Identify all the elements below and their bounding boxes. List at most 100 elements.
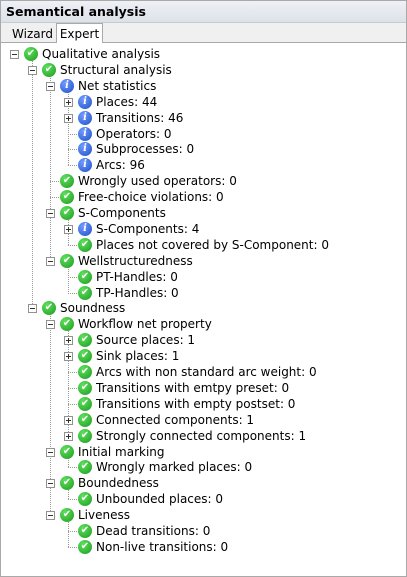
tree-node-transitions-with-empty-postset-0[interactable]: ✔Transitions with empty postset: 0 (1, 396, 406, 413)
check-icon: ✔ (78, 460, 92, 475)
expand-toggle[interactable] (64, 224, 73, 234)
tree-node-label: Net statistics (78, 78, 157, 93)
check-icon: ✔ (78, 396, 92, 411)
tree-connector-line (50, 197, 59, 199)
tree-node-label: Places: 44 (96, 94, 158, 109)
tree-node-label: Arcs: 96 (96, 158, 145, 173)
tree-connector-line (68, 387, 77, 389)
tree-node-source-places-1[interactable]: ✔ Source places: 1 (1, 333, 406, 349)
tree-connector-line (68, 546, 77, 548)
expand-toggle[interactable] (64, 97, 73, 107)
check-icon: ✔ (78, 539, 92, 554)
tree-connector-line (32, 59, 33, 309)
tree-node-label: Qualitative analysis (42, 47, 161, 61)
check-icon: ✔ (60, 190, 74, 205)
check-icon: ✔ (60, 508, 74, 523)
tree-node-tp-handles-0[interactable]: ✔TP-Handles: 0 (1, 285, 406, 302)
check-icon: ✔ (78, 428, 92, 443)
tree-node-subprocesses-0[interactable]: i Subprocesses: 0 (1, 142, 406, 158)
tree-connector-line (68, 292, 77, 294)
collapse-toggle[interactable] (28, 304, 37, 314)
tree-node-label: Unbounded places: 0 (96, 492, 224, 507)
tree-node-strongly-connected-components-1[interactable]: ✔Strongly connected components: 1 (1, 428, 406, 445)
check-icon: ✔ (78, 492, 92, 507)
tree-node-initial-marking[interactable]: ✔Initial marking (1, 444, 406, 461)
info-icon: i (60, 78, 74, 93)
tree-connector-line (68, 403, 77, 405)
tree-node-boundedness[interactable]: ✔Boundedness (1, 476, 406, 492)
tree-node-transitions-with-emtpy-preset-0[interactable]: ✔Transitions with emtpy preset: 0 (1, 380, 406, 397)
tree-node-wrongly-used-operators-0[interactable]: ✔Wrongly used operators: 0 (1, 174, 406, 190)
tree-node-label: Soundness (60, 301, 126, 316)
tree-node-label: Places not covered by S-Component: 0 (96, 237, 329, 252)
tree-connector-line (68, 329, 69, 436)
tree-node-label: Dead transitions: 0 (96, 524, 211, 538)
tree-node-label: Connected components: 1 (96, 412, 255, 427)
check-icon: ✔ (78, 333, 92, 348)
tree-connector-line (68, 467, 77, 469)
info-icon: i (78, 142, 92, 157)
tree-node-workflow-net-property[interactable]: ✔Workflow net property (1, 317, 406, 333)
collapse-toggle[interactable] (46, 447, 55, 457)
collapse-toggle[interactable] (46, 479, 55, 489)
tree-node-structural-analysis[interactable]: ✔Structural analysis (1, 62, 406, 79)
tree-node-pt-handles-0[interactable]: ✔PT-Handles: 0 (1, 269, 406, 286)
expand-toggle[interactable] (64, 431, 73, 441)
tree-connector-line (68, 265, 69, 293)
tree-node-non-live-transitions-0[interactable]: ✔ Non-live transitions: 0 (1, 539, 406, 556)
tree-node-label: Initial marking (78, 444, 165, 459)
tree-connector-line (50, 74, 51, 261)
check-icon: ✔ (42, 301, 56, 316)
tree-node-soundness[interactable]: ✔ Soundness (1, 301, 406, 317)
tree-node-label: Non-live transitions: 0 (96, 539, 229, 554)
tree-node-unbounded-places-0[interactable]: ✔ Unbounded places: 0 (1, 492, 406, 508)
tree-node-s-components[interactable]: ✔S-Components (1, 206, 406, 222)
expand-toggle[interactable] (64, 415, 73, 425)
tree-node-dead-transitions-0[interactable]: ✔Dead transitions: 0 (1, 524, 406, 540)
tree-node-arcs-with-non-standard-arc-weight-0[interactable]: ✔Arcs with non standard arc weight: 0 (1, 365, 406, 381)
expand-toggle[interactable] (64, 113, 73, 123)
tree-connector-line (50, 313, 51, 516)
tree-node-wrongly-marked-places-0[interactable]: ✔ Wrongly marked places: 0 (1, 460, 406, 476)
tree-node-label: Free-choice violations: 0 (78, 190, 224, 205)
tab-wizard[interactable]: Wizard (12, 27, 53, 41)
tree-node-net-statistics[interactable]: i Net statistics (1, 78, 406, 95)
tree-node-label: Wrongly marked places: 0 (96, 460, 253, 475)
tree-connector-line (68, 165, 77, 167)
panel-title: Semantical analysis (6, 4, 146, 19)
tree-node-wellstructuredness[interactable]: ✔Wellstructuredness (1, 253, 406, 270)
collapse-toggle[interactable] (46, 81, 55, 91)
tree-node-free-choice-violations-0[interactable]: ✔ Free-choice violations: 0 (1, 190, 406, 206)
tree-node-qualitative-analysis[interactable]: ✔Qualitative analysis (1, 47, 406, 63)
collapse-toggle[interactable] (10, 50, 19, 59)
tree-node-connected-components-1[interactable]: ✔Connected components: 1 (1, 412, 406, 429)
tree-node-label: S-Components (78, 206, 166, 220)
collapse-toggle[interactable] (46, 320, 55, 330)
collapse-toggle[interactable] (46, 209, 55, 218)
tree-node-label: Source places: 1 (96, 333, 196, 348)
tree-connector-line (50, 181, 59, 183)
tree-node-places-not-covered-by-s-component-0[interactable]: ✔Places not covered by S-Component: 0 (1, 237, 406, 254)
collapse-toggle[interactable] (28, 65, 37, 75)
tree-node-label: Subprocesses: 0 (96, 142, 195, 157)
expand-toggle[interactable] (64, 336, 73, 346)
expand-toggle[interactable] (64, 352, 73, 362)
collapse-toggle[interactable] (46, 511, 55, 521)
check-icon: ✔ (78, 285, 92, 300)
collapse-toggle[interactable] (46, 256, 55, 266)
tree-node-label: Sink places: 1 (96, 349, 180, 364)
tree-node-label: Operators: 0 (96, 126, 172, 141)
tree-connector-line (68, 90, 69, 166)
tree-node-sink-places-1[interactable]: ✔Sink places: 1 (1, 349, 406, 365)
tab-expert[interactable]: Expert (56, 23, 103, 43)
tree-connector-line (68, 488, 69, 500)
tree-node-liveness[interactable]: ✔Liveness (1, 508, 406, 524)
tree-node-label: PT-Handles: 0 (96, 269, 178, 284)
tree-node-label: Arcs with non standard arc weight: 0 (96, 365, 317, 379)
